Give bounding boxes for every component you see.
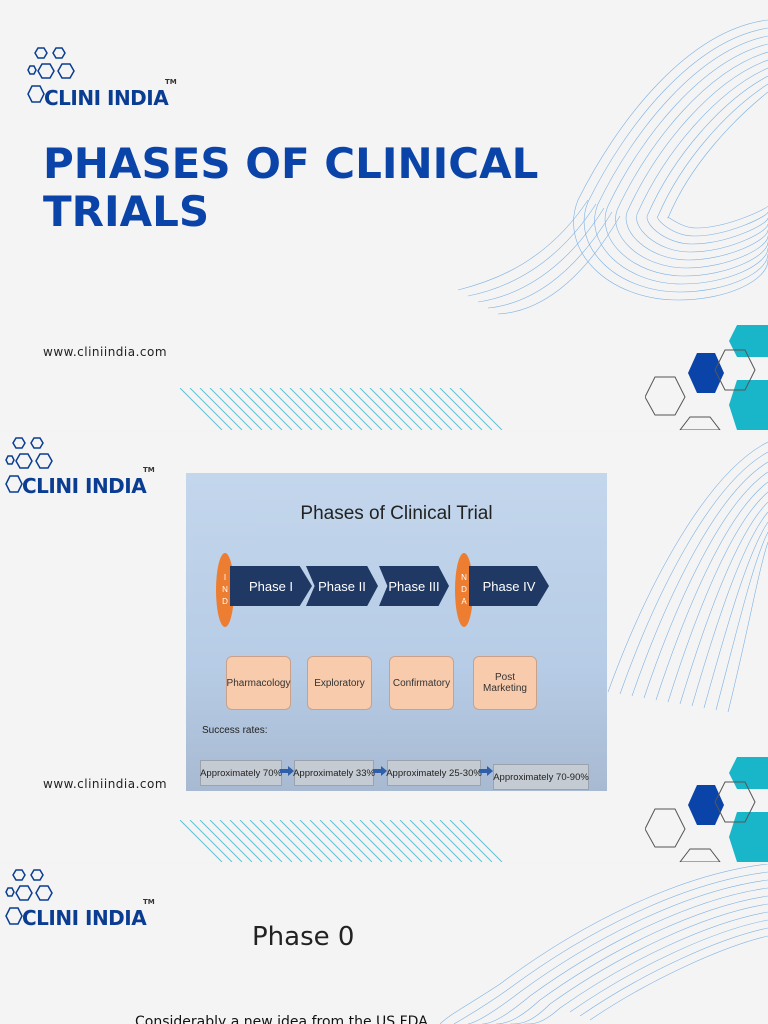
category-confirmatory: Confirmatory	[389, 656, 454, 710]
phase-0-heading: Phase 0	[252, 922, 355, 952]
category-exploratory: Exploratory	[307, 656, 372, 710]
clini-india-logo-icon	[27, 47, 75, 103]
right-arrow-icon	[373, 766, 387, 776]
phase-0-body-text: Considerably a new idea from the US FDA	[135, 1014, 428, 1024]
rate-phase-2: Approximately 33%	[293, 760, 375, 786]
hexagon-cluster-decoration	[645, 325, 768, 430]
trademark-mark: TM	[143, 898, 155, 906]
phases-diagram-image: Phases of Clinical Trial I N D Phase I P…	[186, 473, 607, 791]
hatch-stripes-decoration	[180, 820, 503, 862]
phases-chart-slide: CLINI INDIA TM Phases of Clinical Trial …	[0, 432, 768, 862]
clini-india-logo-icon	[5, 869, 53, 925]
category-pharmacology: Pharmacology	[226, 656, 291, 710]
category-post-marketing: Post Marketing	[473, 656, 537, 710]
website-link[interactable]: www.cliniindia.com	[43, 777, 168, 791]
phase-1-arrow: Phase I	[230, 566, 312, 606]
rate-phase-1: Approximately 70%	[200, 760, 282, 786]
success-rates-label: Success rates:	[202, 725, 268, 736]
right-arrow-icon	[479, 766, 493, 776]
ind-marker: I N D	[216, 553, 234, 627]
website-link[interactable]: www.cliniindia.com	[43, 345, 168, 359]
brand-name: CLINI INDIA	[22, 474, 147, 498]
brand-name: CLINI INDIA	[44, 86, 169, 110]
rate-phase-3: Approximately 25-30%	[386, 760, 482, 786]
trademark-mark: TM	[165, 78, 177, 86]
rate-phase-4: Approximately 70-90%	[493, 764, 589, 790]
right-arrow-icon	[280, 766, 294, 776]
hexagon-cluster-decoration	[645, 757, 768, 862]
nda-marker: N D A	[455, 553, 473, 627]
phase-3-arrow: Phase III	[379, 566, 449, 606]
title-slide: CLINI INDIA TM PHASES OF CLINICAL TRIALS…	[0, 0, 768, 430]
trademark-mark: TM	[143, 466, 155, 474]
phase-4-arrow: Phase IV	[469, 566, 549, 606]
clini-india-logo-icon	[5, 437, 53, 493]
wave-mesh-decoration	[439, 864, 768, 1024]
brand-name: CLINI INDIA	[22, 906, 147, 930]
phase-0-slide: CLINI INDIA TM Phase 0 Considerably a ne…	[0, 864, 768, 1024]
phase-2-arrow: Phase II	[306, 566, 378, 606]
diagram-title: Phases of Clinical Trial	[300, 503, 493, 524]
hatch-stripes-decoration	[180, 388, 503, 430]
page-title: PHASES OF CLINICAL TRIALS	[43, 139, 539, 236]
